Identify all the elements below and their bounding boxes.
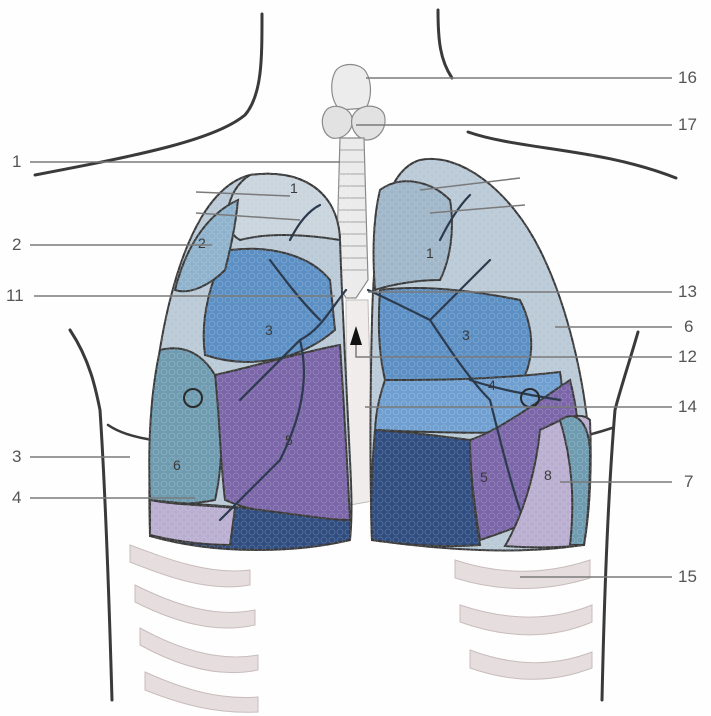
segment-number: 2 [198, 235, 206, 251]
rib [140, 628, 258, 673]
segment-number: 4 [488, 377, 496, 393]
rib [145, 672, 258, 712]
callout-17: 17 [678, 116, 697, 134]
callout-15: 15 [678, 568, 697, 586]
callout-3: 3 [12, 448, 21, 466]
thyroid-lobe-right [352, 106, 385, 140]
callout-4: 4 [12, 489, 21, 507]
callout-6: 6 [684, 318, 693, 336]
callout-12: 12 [678, 348, 697, 366]
callout-16: 16 [678, 69, 697, 87]
larynx-thyroid [322, 65, 385, 141]
callout-14: 14 [678, 398, 697, 416]
segment-number: 5 [480, 469, 488, 485]
segment-number: 5 [285, 432, 293, 448]
rib [460, 605, 592, 635]
segment-number: 6 [173, 457, 181, 473]
thyroid-lobe-left [322, 106, 352, 138]
segment-number: 8 [544, 467, 552, 483]
right-lung-texture [148, 170, 353, 558]
rib [135, 585, 255, 628]
thyroid-cartilage [332, 65, 371, 111]
callout-13: 13 [678, 283, 697, 301]
rib [455, 560, 590, 589]
left-lung-texture [368, 155, 594, 555]
segment-number: 3 [462, 327, 470, 343]
callout-1: 1 [12, 153, 21, 171]
left-neck-shoulder-line [35, 14, 262, 175]
right-chest-wall [602, 332, 638, 700]
segment-number: 3 [265, 322, 273, 338]
ribs [130, 545, 592, 712]
rib [470, 650, 592, 679]
segment-number: 1 [426, 245, 434, 261]
right-neck-line [438, 10, 452, 78]
segment-number: 1 [290, 180, 298, 196]
left-chest-wall [70, 330, 112, 700]
callout-2: 2 [12, 236, 21, 254]
callout-7: 7 [684, 473, 693, 491]
callout-11: 11 [6, 287, 24, 305]
